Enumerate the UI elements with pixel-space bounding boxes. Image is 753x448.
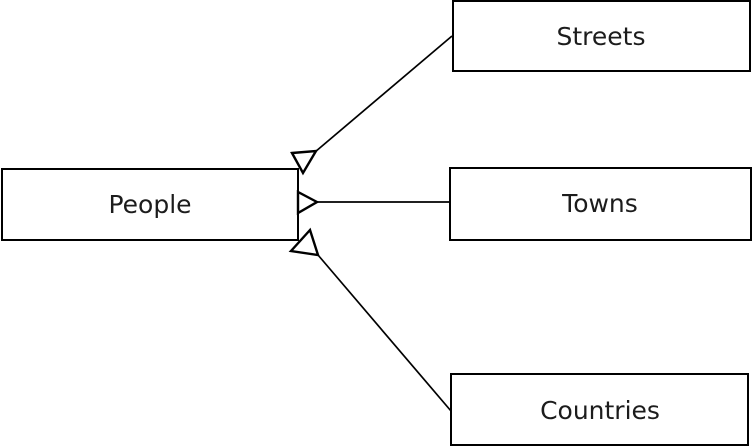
hollow-triangle-arrowhead-countries-icon — [288, 227, 320, 257]
node-countries-box — [450, 373, 749, 446]
node-people-label: People — [108, 190, 191, 219]
node-towns: Towns — [449, 167, 752, 241]
node-countries: Countries — [450, 373, 749, 446]
node-towns-box — [449, 167, 752, 241]
node-streets-label: Streets — [557, 22, 646, 51]
node-towns-label: Towns — [561, 189, 638, 218]
hollow-triangle-arrowhead-streets-icon — [290, 149, 319, 176]
node-streets: Streets — [452, 0, 751, 72]
node-streets-box — [452, 0, 751, 72]
edge-countries-people-line — [317, 254, 452, 412]
node-people: People — [1, 168, 299, 241]
node-countries-label: Countries — [540, 396, 660, 425]
hollow-triangle-arrowhead-towns-icon — [296, 190, 320, 216]
edge-streets-people-line — [314, 35, 453, 153]
